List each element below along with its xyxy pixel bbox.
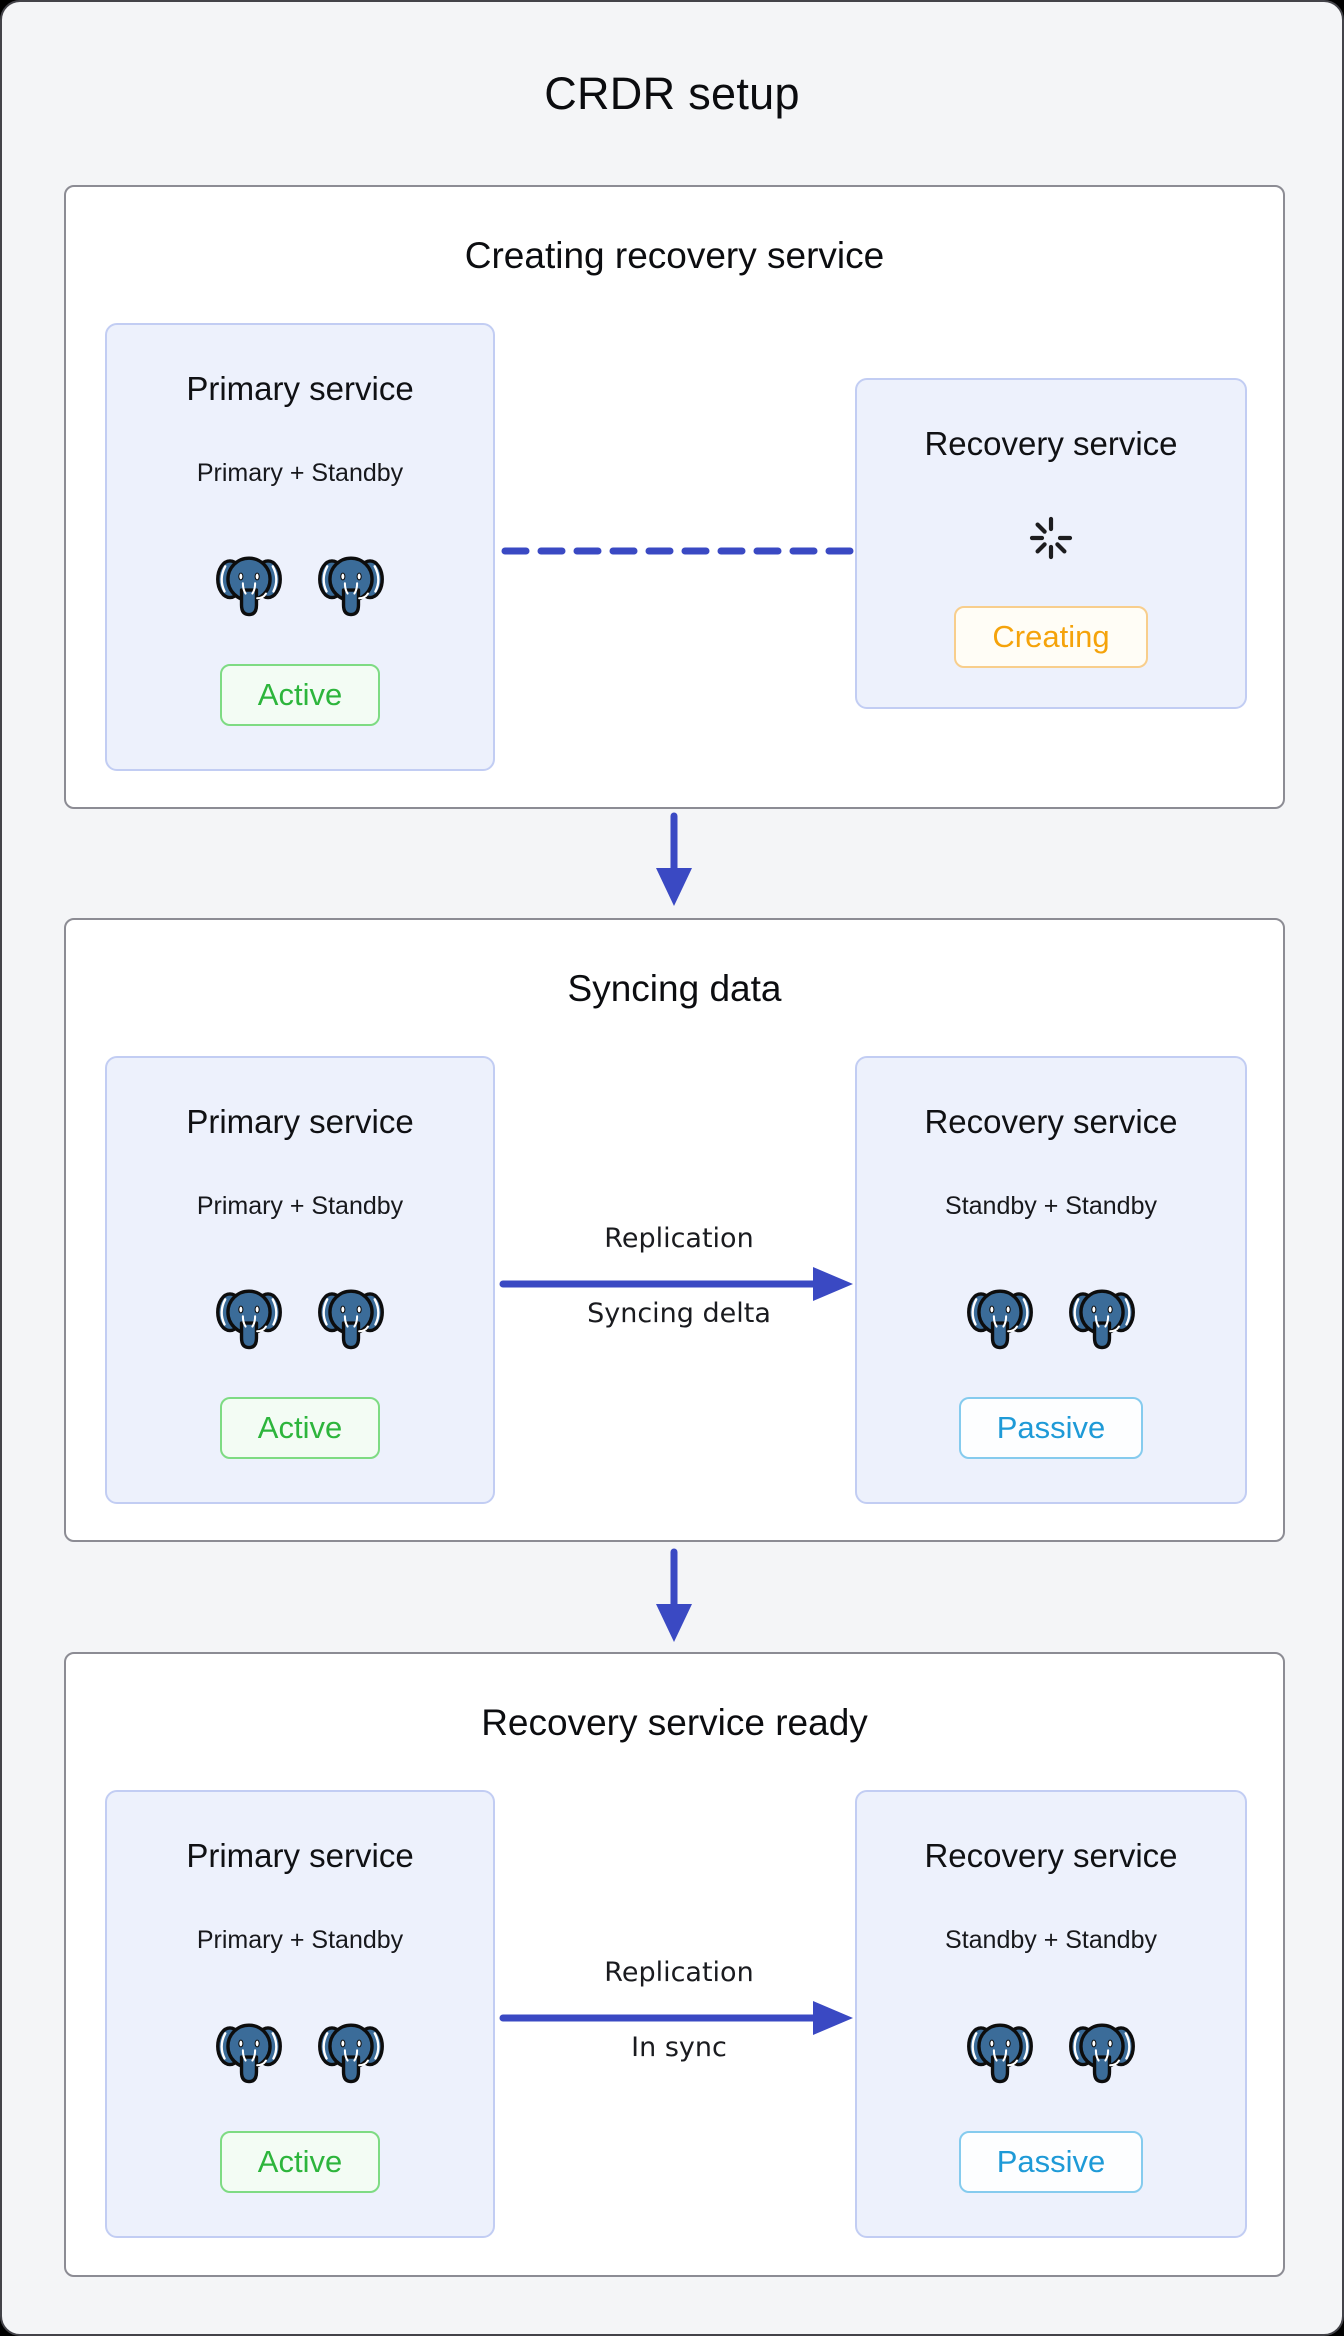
replication-arrow [499,2001,853,2035]
stage-title: Creating recovery service [464,235,885,276]
status-badge-active: Active [219,1397,381,1459]
postgresql-elephant-icon [216,2023,282,2084]
status-badge-active: Active [219,664,381,726]
database-icons [107,1281,493,1353]
status-badge-creating: Creating [954,606,1148,668]
stage-title: Syncing data [567,968,782,1009]
card-subtitle: Primary + Standby [196,1926,404,1954]
card-title: Primary service [186,1837,414,1874]
postgresql-elephant-icon [1069,2023,1135,2084]
status-badge-passive: Passive [958,2131,1144,2193]
postgresql-elephant-icon [216,556,282,617]
status-badge-passive: Passive [958,1397,1144,1459]
database-icons [857,2015,1245,2087]
postgresql-elephant-icon [216,1289,282,1350]
primary-service-card: Primary service Primary + Standby Active [105,1790,495,2238]
postgresql-elephant-icon [967,1289,1033,1350]
postgresql-elephant-icon [967,2023,1033,2084]
card-title: Primary service [186,1103,414,1140]
postgresql-elephant-icon [318,2023,384,2084]
card-subtitle: Primary + Standby [196,1192,404,1220]
database-icons [857,1281,1245,1353]
database-icons [107,548,493,620]
card-subtitle: Standby + Standby [945,1192,1157,1220]
postgresql-elephant-icon [1069,1289,1135,1350]
down-arrow-icon [656,812,692,906]
page-title: CRDR setup [544,68,800,119]
replication-label: Replication [604,1223,754,1254]
status-badge-active: Active [219,2131,381,2193]
sync-status-label: In sync [631,2032,727,2063]
card-subtitle: Primary + Standby [196,459,404,487]
sync-status-label: Syncing delta [587,1298,771,1329]
card-title: Recovery service [924,1837,1178,1874]
dashed-connector-line [501,547,857,555]
database-icons [107,2015,493,2087]
stage-syncing-data: Syncing data Primary service Primary + S… [64,918,1285,1542]
card-title: Recovery service [924,425,1178,462]
card-title: Recovery service [924,1103,1178,1140]
primary-service-card: Primary service Primary + Standby Active [105,323,495,771]
postgresql-elephant-icon [318,1289,384,1350]
stage-creating-recovery-service: Creating recovery service Primary servic… [64,185,1285,809]
postgresql-elephant-icon [318,556,384,617]
stage-title: Recovery service ready [481,1702,868,1743]
card-subtitle: Standby + Standby [945,1926,1157,1954]
replication-arrow [499,1267,853,1301]
replication-label: Replication [604,1957,754,1988]
spinner-icon [857,514,1245,562]
down-arrow-icon [656,1548,692,1642]
recovery-service-card: Recovery service Creating [855,378,1247,709]
primary-service-card: Primary service Primary + Standby Active [105,1056,495,1504]
recovery-service-card: Recovery service Standby + Standby Passi… [855,1056,1247,1504]
card-title: Primary service [186,370,414,407]
stage-recovery-service-ready: Recovery service ready Primary service P… [64,1652,1285,2277]
recovery-service-card: Recovery service Standby + Standby Passi… [855,1790,1247,2238]
